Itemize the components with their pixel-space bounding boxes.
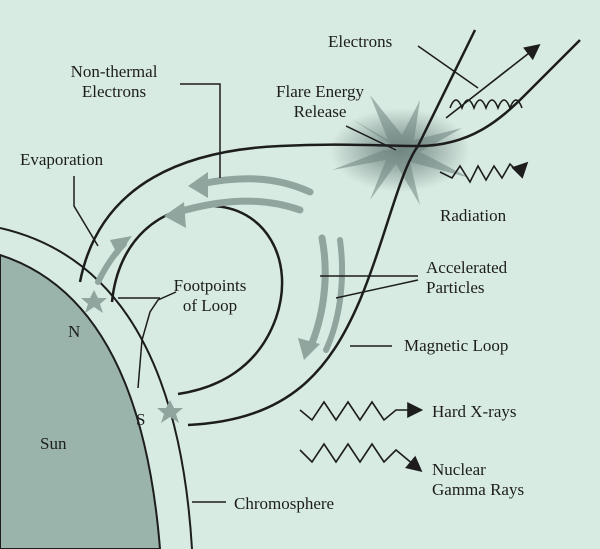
label-south: S <box>136 410 146 429</box>
leader-nonthermal <box>180 83 221 178</box>
label-nonthermal-1: Non-thermal <box>70 62 158 81</box>
leader-electrons <box>417 45 479 89</box>
label-footpoints-1: Footpoints <box>173 276 247 295</box>
label-magnetic-loop: Magnetic Loop <box>404 336 509 355</box>
label-sun: Sun <box>40 434 67 453</box>
label-hard-xrays: Hard X-rays <box>432 402 517 421</box>
label-north: N <box>68 322 81 341</box>
leader-evaporation <box>73 176 99 247</box>
arrow-upper-1 <box>196 175 314 196</box>
arrow-evaporation-head <box>110 236 132 256</box>
leader-footpoints <box>137 291 177 389</box>
hardxray-zigzag <box>299 400 424 422</box>
arrow-right-1 <box>306 234 329 352</box>
sun-body <box>0 253 162 549</box>
label-flare-2: Release <box>293 102 347 121</box>
chromosphere-outer-edge <box>0 227 193 549</box>
label-radiation: Radiation <box>440 206 507 225</box>
leader-accelerated-2 <box>335 279 419 299</box>
label-nuclear-1: Nuclear <box>432 460 486 479</box>
label-evaporation: Evaporation <box>20 150 104 169</box>
loop-outer-left <box>78 39 581 283</box>
label-nuclear-2: Gamma Rays <box>432 480 525 499</box>
label-electrons: Electrons <box>328 32 393 51</box>
label-footpoints-2: of Loop <box>182 296 238 315</box>
label-accelerated-1: Accelerated <box>426 258 508 277</box>
arrow-upper-2-head <box>164 202 186 228</box>
electron-arrow <box>445 44 541 119</box>
electron-spiral <box>449 99 523 111</box>
label-accelerated-2: Particles <box>426 278 485 297</box>
footpoint-north-star <box>81 290 107 313</box>
label-nonthermal-2: Electrons <box>81 82 147 101</box>
flare-burst <box>332 95 470 205</box>
radiation-zigzag <box>439 161 529 184</box>
loop-inner <box>110 204 284 396</box>
gamma-zigzag <box>299 442 423 473</box>
leader-flare <box>345 125 397 151</box>
arrow-right-1-head <box>298 338 320 360</box>
arrow-upper-2 <box>174 197 304 216</box>
arrow-upper-1-head <box>188 172 208 198</box>
label-chromosphere: Chromosphere <box>234 494 335 513</box>
label-flare-1: Flare Energy <box>276 82 364 101</box>
arrow-right-2 <box>323 237 345 353</box>
loop-outer-right <box>187 29 477 427</box>
footpoint-south-star <box>157 400 183 423</box>
